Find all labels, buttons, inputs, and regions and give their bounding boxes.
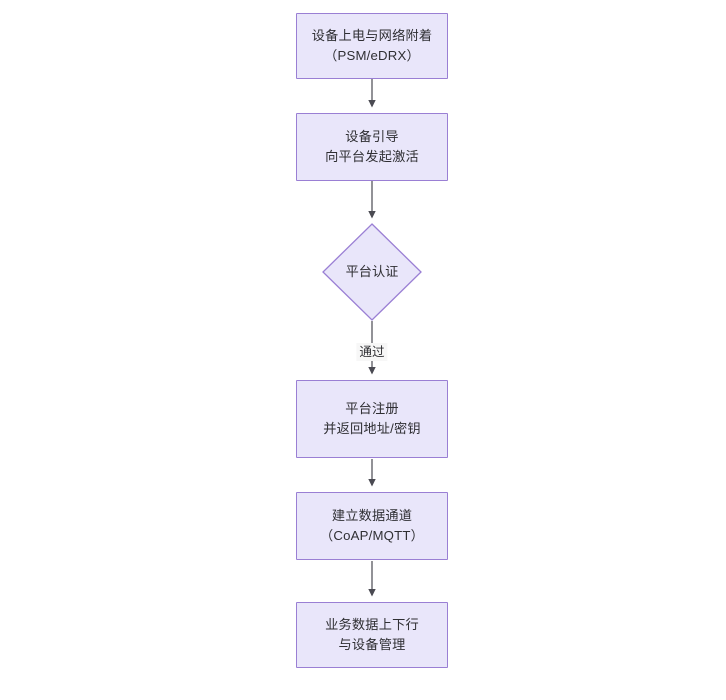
- node-device-bootstrap[interactable]: 设备引导 向平台发起激活: [296, 113, 448, 181]
- node-label: 建立数据通道 （CoAP/MQTT）: [319, 508, 425, 543]
- node-service-data[interactable]: 业务数据上下行 与设备管理: [296, 602, 448, 668]
- node-label: 设备上电与网络附着 （PSM/eDRX）: [311, 28, 433, 63]
- node-label: 平台认证: [345, 264, 399, 279]
- edge-label-pass: 通过: [356, 343, 388, 361]
- node-platform-register[interactable]: 平台注册 并返回地址/密钥: [296, 380, 448, 458]
- node-label: 设备引导 向平台发起激活: [325, 129, 419, 164]
- diamond-shape: [322, 223, 422, 321]
- node-platform-auth[interactable]: 平台认证: [322, 223, 422, 321]
- node-device-power-on[interactable]: 设备上电与网络附着 （PSM/eDRX）: [296, 13, 448, 79]
- node-label: 业务数据上下行 与设备管理: [325, 617, 419, 652]
- node-data-channel[interactable]: 建立数据通道 （CoAP/MQTT）: [296, 492, 448, 560]
- node-label: 平台注册 并返回地址/密钥: [323, 401, 421, 436]
